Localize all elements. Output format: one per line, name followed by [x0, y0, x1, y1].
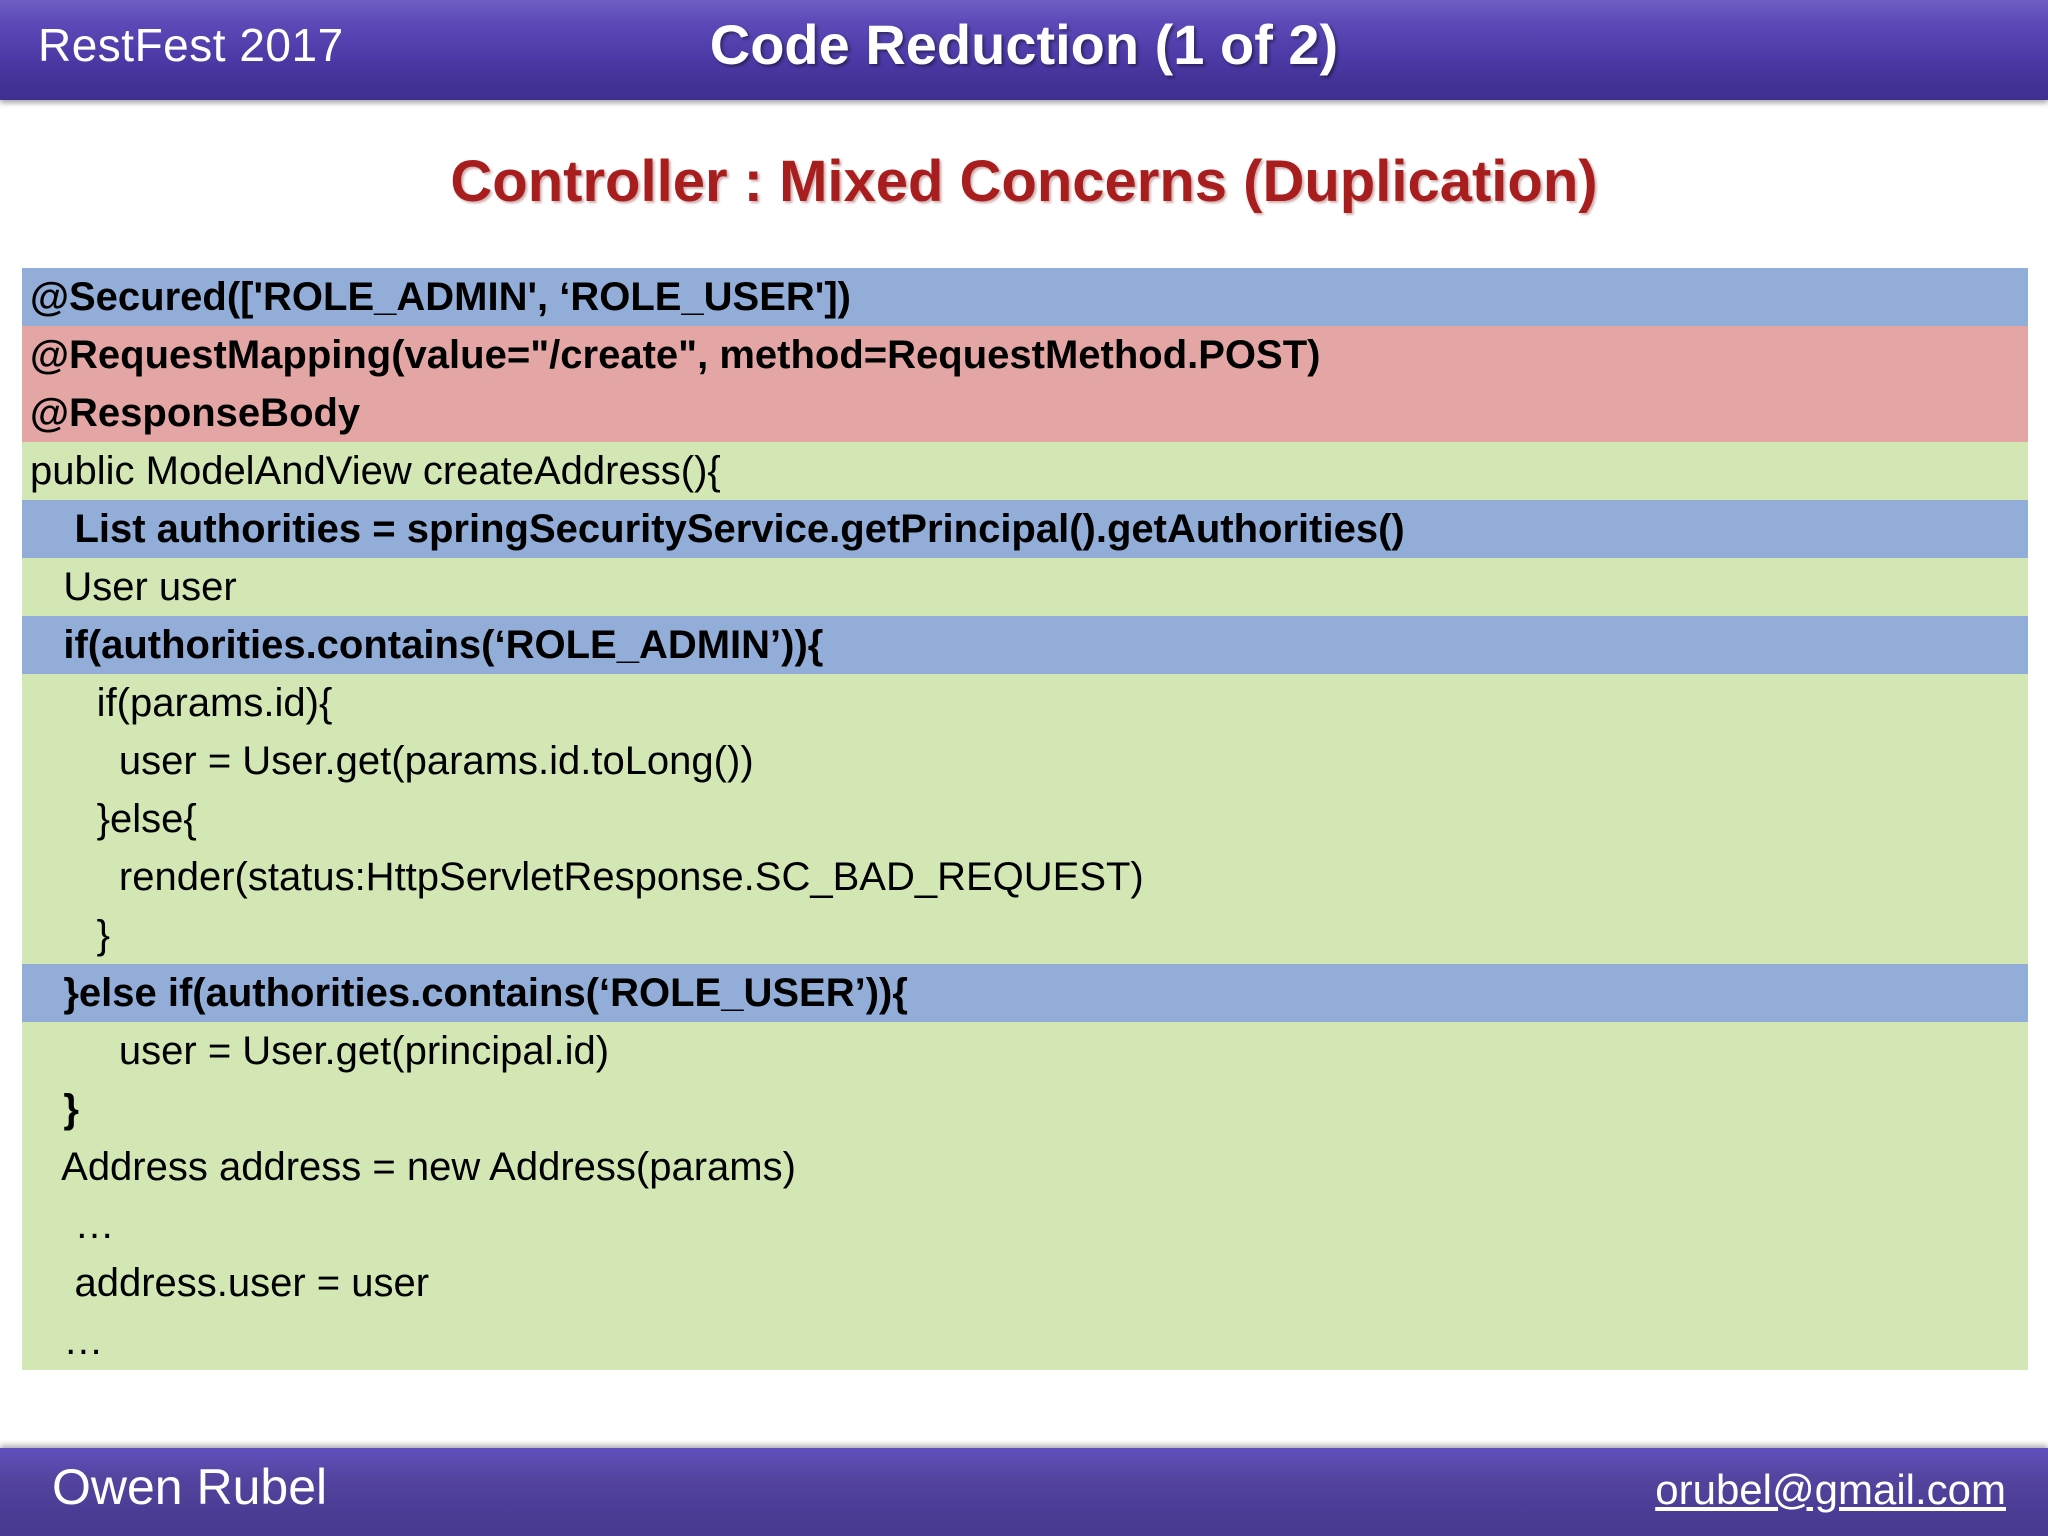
code-line: public ModelAndView createAddress(){: [22, 442, 2028, 500]
code-line: …: [22, 1312, 2028, 1370]
code-line: if(params.id){: [22, 674, 2028, 732]
code-line: address.user = user: [22, 1254, 2028, 1312]
code-line: User user: [22, 558, 2028, 616]
code-line: user = User.get(params.id.toLong()): [22, 732, 2028, 790]
slide-footer-bar: Owen Rubel orubel@gmail.com: [0, 1448, 2048, 1536]
event-name: RestFest 2017: [38, 19, 344, 71]
code-line: }else if(authorities.contains(‘ROLE_USER…: [22, 964, 2028, 1022]
slide-title: Code Reduction (1 of 2): [709, 13, 1339, 76]
code-line: @ResponseBody: [22, 384, 2028, 442]
presenter-name: Owen Rubel: [52, 1459, 328, 1515]
slide-subtitle: Controller : Mixed Concerns (Duplication…: [450, 149, 1598, 214]
code-line: }: [22, 906, 2028, 964]
presenter-email-link[interactable]: orubel@gmail.com: [1655, 1466, 2006, 1513]
code-line: Address address = new Address(params): [22, 1138, 2028, 1196]
slide-header-bar: RestFest 2017 Code Reduction (1 of 2): [0, 0, 2048, 100]
code-line: …: [22, 1196, 2028, 1254]
code-line: @RequestMapping(value="/create", method=…: [22, 326, 2028, 384]
code-line: List authorities = springSecurityService…: [22, 500, 2028, 558]
code-listing: @Secured(['ROLE_ADMIN', ‘ROLE_USER'])@Re…: [22, 268, 2028, 1370]
code-line: render(status:HttpServletResponse.SC_BAD…: [22, 848, 2028, 906]
code-line: user = User.get(principal.id): [22, 1022, 2028, 1080]
code-line: @Secured(['ROLE_ADMIN', ‘ROLE_USER']): [22, 268, 2028, 326]
code-line: }: [22, 1080, 2028, 1138]
code-line: }else{: [22, 790, 2028, 848]
code-line: if(authorities.contains(‘ROLE_ADMIN’)){: [22, 616, 2028, 674]
